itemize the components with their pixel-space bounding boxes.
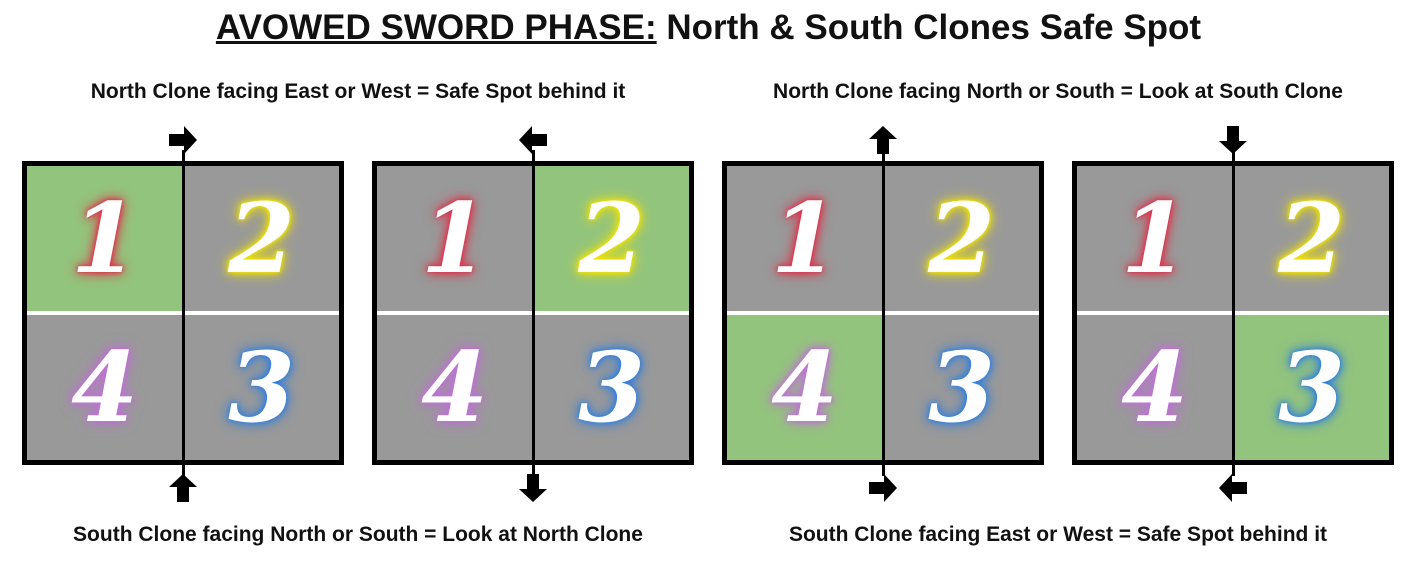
arrow-south-icon	[517, 472, 549, 504]
cell-number: 1	[71, 182, 138, 295]
clone-axis-line	[182, 150, 185, 476]
cell-number: 4	[421, 331, 488, 444]
arena-cell: 3	[884, 315, 1039, 460]
arrow-west-icon	[517, 124, 549, 156]
clone-axis-line	[882, 150, 885, 476]
arena-cell: 4	[1077, 315, 1232, 460]
cell-number: 3	[228, 331, 295, 444]
cell-number: 3	[1278, 331, 1345, 444]
safe-cell: 1	[27, 166, 182, 311]
cell-number: 4	[771, 331, 838, 444]
arena-cell: 3	[184, 315, 339, 460]
cell-number: 2	[578, 182, 645, 295]
cell-number: 1	[771, 182, 838, 295]
arrow-south-icon	[1217, 124, 1249, 156]
arena-cell: 4	[27, 315, 182, 460]
cell-number: 4	[1121, 331, 1188, 444]
cell-number: 2	[928, 182, 995, 295]
safe-cell: 3	[1234, 315, 1389, 460]
safe-cell: 2	[534, 166, 689, 311]
caption-north-north-south: North Clone facing North or South = Look…	[773, 80, 1343, 103]
arrow-west-icon	[1217, 472, 1249, 504]
caption-north-east-west: North Clone facing East or West = Safe S…	[90, 80, 626, 103]
arena-cell: 2	[1234, 166, 1389, 311]
arena-cell: 3	[534, 315, 689, 460]
title-subject: North & South Clones Safe Spot	[656, 8, 1202, 47]
arena-cell: 1	[1077, 166, 1232, 311]
diagram-title: AVOWED SWORD PHASE: North & South Clones…	[0, 8, 1417, 48]
arrow-north-icon	[867, 124, 899, 156]
arrow-north-icon	[167, 472, 199, 504]
cell-number: 2	[228, 182, 295, 295]
arrow-east-icon	[867, 472, 899, 504]
clone-axis-line	[532, 150, 535, 476]
cell-number: 3	[578, 331, 645, 444]
arena-cell: 2	[184, 166, 339, 311]
arena-cell: 1	[727, 166, 882, 311]
arrow-east-icon	[167, 124, 199, 156]
safe-cell: 4	[727, 315, 882, 460]
cell-number: 1	[1121, 182, 1188, 295]
cell-number: 1	[421, 182, 488, 295]
arena-cell: 1	[377, 166, 532, 311]
clone-axis-line	[1232, 150, 1235, 476]
title-phase: AVOWED SWORD PHASE:	[215, 8, 657, 47]
cell-number: 3	[928, 331, 995, 444]
arena-cell: 4	[377, 315, 532, 460]
arena-cell: 2	[884, 166, 1039, 311]
caption-south-east-west: South Clone facing East or West = Safe S…	[788, 523, 1328, 546]
cell-number: 4	[71, 331, 138, 444]
caption-south-north-south: South Clone facing North or South = Look…	[73, 523, 643, 546]
cell-number: 2	[1278, 182, 1345, 295]
